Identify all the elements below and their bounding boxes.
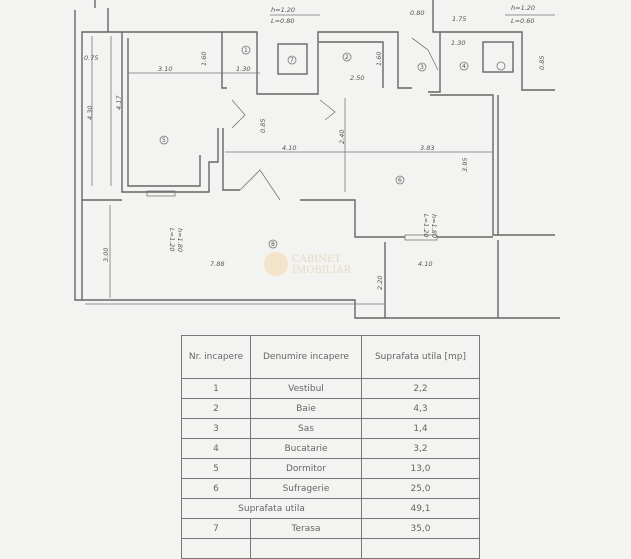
table-row: 7 Terasa 35,0 — [181, 518, 480, 539]
table-header-row: Nr. incapere Denumire incapere Suprafata… — [181, 335, 480, 379]
dimension-labels: h=1.20 L=0.80 h=1.20 L=0.60 0.80 1.75 1.… — [84, 4, 546, 290]
dim-label: L=1.20 — [168, 228, 176, 252]
cell-name: Baie — [250, 398, 362, 419]
dim-label: 3.10 — [158, 65, 172, 73]
dim-label: 0.75 — [84, 54, 98, 62]
cell-area: 3,2 — [361, 438, 480, 459]
walls — [74, 0, 560, 319]
dim-label: 0.85 — [259, 119, 267, 133]
cell-name: Vestibul — [250, 378, 362, 399]
cell-area: 13,0 — [361, 458, 480, 479]
floor-plan: 1 2 3 4 5 6 7 8 h=1.20 L=0.80 h=1.20 L=0… — [74, 0, 560, 319]
cell-nr: 2 — [181, 398, 251, 419]
header-area: Suprafata utila [mp] — [361, 335, 480, 379]
dim-label: 1.30 — [451, 39, 465, 47]
total-label: Suprafata utila — [181, 498, 362, 519]
room-5-label: 5 — [162, 137, 166, 144]
dim-label: 4.10 — [282, 144, 296, 152]
total-value: 49,1 — [361, 498, 480, 519]
dim-label: 2.20 — [376, 276, 384, 290]
cell-nr: 7 — [181, 518, 251, 539]
cell-area: 25,0 — [361, 478, 480, 499]
dim-label: h=1.80 — [430, 214, 438, 238]
room-3-label: 3 — [420, 64, 424, 71]
dim-label: L=0.80 — [271, 17, 295, 25]
dim-label: 4.17 — [115, 95, 123, 110]
cell-nr: 3 — [181, 418, 251, 439]
dim-label: L=0.60 — [511, 17, 535, 25]
watermark-logo: CABINET IMOBILIAR — [264, 252, 351, 276]
dim-label: 4.10 — [418, 260, 432, 268]
room-6-label: 6 — [398, 177, 402, 184]
room-8-label: 8 — [271, 241, 275, 248]
dim-label: 3.83 — [420, 144, 434, 152]
dim-label: 1.60 — [200, 52, 208, 66]
header-nr: Nr. incapere — [181, 335, 251, 379]
dim-label: 1.75 — [452, 15, 466, 23]
room-labels: 1 2 3 4 5 6 7 8 — [159, 45, 506, 249]
room-areas-table: Nr. incapere Denumire incapere Suprafata… — [181, 335, 480, 559]
cell-nr: 1 — [181, 378, 251, 399]
dim-label: 1.30 — [236, 65, 250, 73]
room-1-label: 1 — [244, 47, 248, 54]
dim-label: 2.50 — [350, 74, 364, 82]
room-7-label: 7 — [290, 57, 294, 64]
dim-label: 2.40 — [338, 130, 346, 144]
room-2-label: 2 — [345, 54, 349, 61]
cell-nr: 5 — [181, 458, 251, 479]
dim-label: 0.80 — [410, 9, 424, 17]
cell-area: 2,2 — [361, 378, 480, 399]
cell-name: Bucatarie — [250, 438, 362, 459]
dim-label: 7.88 — [210, 260, 224, 268]
cell-name: Dormitor — [250, 458, 362, 479]
total-row: Suprafata utila 49,1 — [181, 498, 480, 519]
dim-label: h=1.20 — [271, 6, 295, 14]
cell-nr: 6 — [181, 478, 251, 499]
dim-label: 3.00 — [102, 248, 110, 262]
dim-label: L=1.20 — [422, 214, 430, 238]
cell-nr: 4 — [181, 438, 251, 459]
dim-label: 0.85 — [538, 56, 546, 70]
dim-label: 3.95 — [461, 158, 469, 172]
dim-label: 1.60 — [375, 52, 383, 66]
cell-area: 4,3 — [361, 398, 480, 419]
dim-label: h=1.80 — [176, 228, 184, 252]
header-name: Denumire incapere — [250, 335, 362, 379]
cell-area: 35,0 — [361, 518, 480, 539]
room-4-label: 4 — [462, 63, 466, 70]
watermark-text: CABINET — [292, 254, 341, 265]
dim-label: 4.30 — [86, 106, 94, 120]
cell-area: 1,4 — [361, 418, 480, 439]
table-row-empty — [181, 538, 480, 559]
cell-name: Terasa — [250, 518, 362, 539]
watermark-text: IMOBILIAR — [292, 265, 351, 276]
cell-name: Sufragerie — [250, 478, 362, 499]
cell-name: Sas — [250, 418, 362, 439]
dim-label: h=1.20 — [511, 4, 535, 12]
